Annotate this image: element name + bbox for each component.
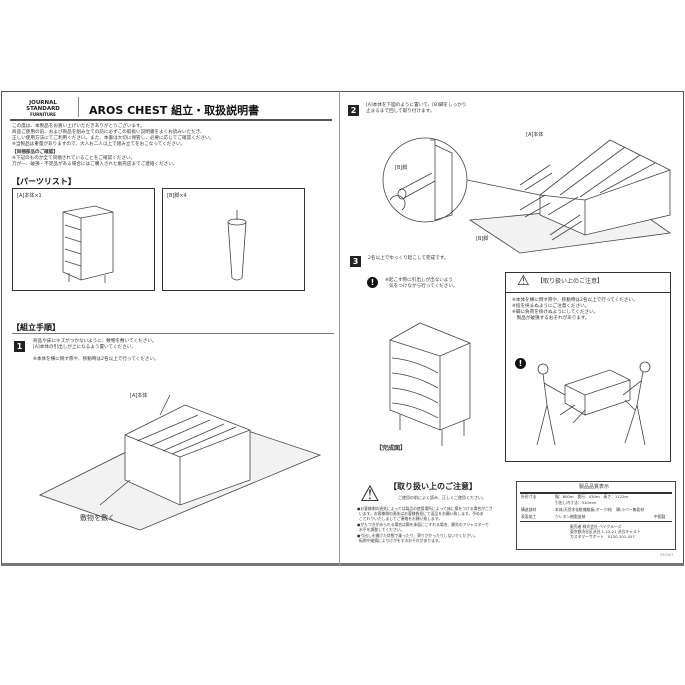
seller-line: 東京都渋谷区渋谷 1-23-21 渋谷キャスト (570, 529, 641, 534)
exclamation-icon: ! (515, 358, 526, 369)
step1-body-label: [A]本体 (130, 393, 148, 399)
caution-bottom-line: います。お客様側の過失はお客様負担にて返品をお願い致します。予めお (359, 511, 484, 516)
contents-check-line: 万が一、破損・不足品がある場合にはご購入された販売店までご連絡ください。 (12, 162, 178, 167)
step2-leg-label: [B]脚 (476, 236, 489, 242)
part-b-box: [B]脚×4 (162, 188, 305, 291)
step1-note: ※本体を横に倒す際や、移動時は2名以上で行ってください。 (33, 357, 159, 362)
caution-bottom-line: 水平を調整してください。 (359, 527, 405, 532)
brand-line2: FURNITURE (30, 112, 56, 117)
quality-key: 表面加工 (521, 514, 537, 519)
quality-title: 製品品質表示 (579, 484, 610, 490)
caution-line: ※脚に負荷を掛けぬようにしてください。 (512, 310, 599, 315)
header-rule (10, 119, 332, 121)
intro-line: この度は、本製品をお買い上げいただきありがとうございます。 (12, 124, 145, 129)
intro-line: 商品ご使用の前、および商品を組み立ての前に必ずこの取扱い説明書をよくお読みいただ… (12, 130, 205, 135)
contents-check-title: 【同梱部品のご確認】 (12, 150, 58, 155)
country-of-origin: 中国製 (654, 514, 666, 519)
brand-line1: JOURNAL STANDARD (26, 100, 60, 112)
brand-logo: JOURNAL STANDARD FURNITURE (12, 100, 74, 118)
completed-label: 【完成図】 (376, 445, 407, 452)
step1-illustration-icon (38, 394, 322, 531)
intro-line: 正しい使用方法にてご利用ください。また、本書は大切に保管し、必要に応じてご確認く… (12, 136, 215, 141)
step2-illustration-icon (382, 137, 672, 254)
part-a-label: [A]本体×1 (17, 193, 42, 199)
seller-line: カスタマーサポート 0120-301-457 (570, 534, 635, 539)
caution-bottom-line: 転倒や破損によりけがをするおそれがあります。 (359, 538, 443, 543)
quality-value: 幅：800m 奥行：430m 高さ：1123m (555, 494, 629, 499)
seller-line: 販売者 株式会社 ベイクルーズ (570, 524, 622, 529)
assembly-rule (12, 333, 334, 334)
contents-check-line: ※下記のものが全て同梱されていることをご確認ください。 (12, 156, 136, 161)
quality-key: 外形寸法 (521, 494, 537, 499)
quality-rule (520, 492, 672, 494)
part-a-box: [A]本体×1 (12, 188, 155, 291)
quality-rule (520, 521, 672, 522)
caution-bottom-subtitle: ご使用の前によく読み、正しくご使用ください。 (398, 495, 486, 500)
caution-bottom-line: ●引出しを開けた状態で乗ったり、寄りかかったりしないでください。 (357, 533, 478, 538)
assembly-title: 【組立手順】 (12, 323, 60, 332)
step3-warning: 気をつけながら行ってください。 (389, 284, 458, 289)
step1-number: 1 (14, 341, 25, 352)
completed-chest-illustration-icon (389, 322, 471, 446)
caution-line: ※指を挟まぬようにご注意ください。 (512, 304, 590, 309)
caution-line: ※本体を横に倒す際や、移動時は2名以上で行ってください。 (512, 298, 638, 303)
quality-value: ウレタン樹脂塗装 (555, 514, 586, 519)
part-b-label: [B]脚×4 (167, 193, 187, 199)
quality-value: 本体/天然木化粧繊維板(オーク材) 脚/ラバー無垢材 (555, 507, 645, 512)
step2-body-label: [A]本体 (526, 132, 544, 138)
two-people-carrying-illustration-icon (536, 361, 651, 446)
step2-text: 止まるまで回して取り付けます。 (366, 109, 435, 114)
caution-line: 製品が破損するおそれがあります。 (512, 316, 590, 321)
document-code: 250307 (660, 553, 674, 557)
step2-text: [A]本体を下図のように置いて、[B]脚をしっかり (366, 103, 467, 108)
step1-mat-label: 敷物を敷く (80, 514, 115, 522)
caution-box-title: 【取り扱い上のご注意】 (537, 278, 604, 285)
page-divider (339, 91, 340, 566)
step2-leg-detail-label: [B]脚 (395, 165, 408, 171)
step3-number: 3 (350, 256, 361, 267)
page-title: AROS CHEST 組立・取扱説明書 (89, 104, 260, 117)
caution-bottom-title: 【取り扱い上のご注意】 (389, 482, 477, 491)
step1-text: 商品や床にキズがつかないように、敷物を敷いてください。 (33, 339, 157, 344)
exclamation-icon: ! (367, 277, 378, 288)
step1-text: [A]本体の引出しが上になるよう置いてください。 (33, 345, 136, 350)
quality-key: 構造部材 (521, 507, 537, 512)
step2-number: 2 (348, 105, 359, 116)
caution-box (505, 272, 671, 462)
caution-box-rule (505, 292, 671, 293)
header-separator (78, 97, 79, 117)
warning-triangle-icon: ⚠ (517, 273, 530, 289)
step3-warning: ※起こす際に引出しが出ないよう (385, 278, 453, 283)
quality-value: 引出し内寸法：310mm (555, 500, 597, 505)
caution-bottom-line: ●がたつきがみられる場合は脚を床面にこすれる場合、脚先のアジャスターで (357, 522, 489, 527)
parts-list-title: 【パーツリスト】 (12, 177, 76, 186)
warning-triangle-icon: ⚠ (360, 482, 380, 507)
leg-illustration-icon (227, 210, 247, 281)
step3-text: 2名以上でゆっくり起こして完成です。 (368, 256, 449, 261)
caution-bottom-line: ●お客様側の過失によっては製品の使用場所によって床に傷をつける場合がござ (357, 506, 493, 511)
caution-bottom-line: ことわりいたしましてご連絡をお願い致します。 (359, 516, 443, 521)
quality-label-table (516, 481, 676, 550)
intro-line: ※当製品は重量がありますので、大人お二人以上で組み立てをおこなってください。 (12, 142, 186, 147)
chest-illustration-icon (62, 205, 114, 283)
